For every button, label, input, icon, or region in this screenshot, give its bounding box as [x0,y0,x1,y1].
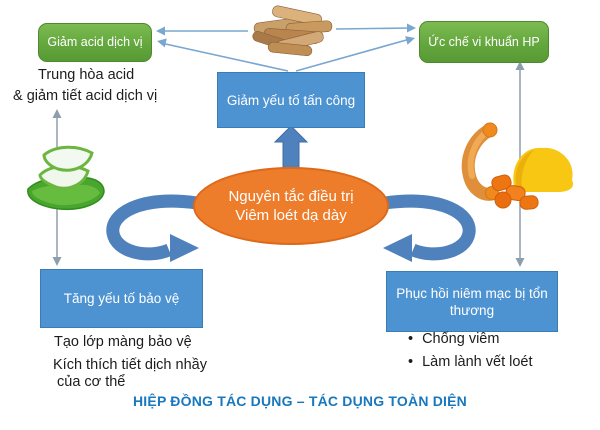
box-increase-protection: Tăng yếu tố bảo vệ [40,269,203,328]
footer-title: HIỆP ĐỒNG TÁC DỤNG – TÁC DỤNG TOÀN DIỆN [133,393,467,409]
note-acid-line1: Trung hòa acid [38,67,135,83]
box-inhibit-hp: Ức chế vi khuẩn HP [419,21,549,63]
note-protection-line3: của cơ thể [57,374,126,390]
center-ellipse: Nguyên tắc điều trị Viêm loét dạ dày [193,167,389,245]
box-restore-mucosa-label: Phục hồi niêm mạc bị tổn thương [396,285,548,318]
bullet-anti-inflammatory: Chống viêm [408,328,533,351]
aloe-vera-icon [27,145,105,211]
note-protection-line2: Kích thích tiết dịch nhầy [53,357,207,373]
box-reduce-attack-label: Giảm yếu tố tấn công [226,92,356,108]
thick-up-arrow [273,125,309,173]
box-inhibit-hp-label: Ức chế vi khuẩn HP [428,34,540,49]
arrow-herb-to-reduce-acid [156,26,248,36]
arrow-herb-to-inhibit-hp [335,23,416,33]
turmeric-icon [461,122,574,210]
swoosh-arrow-right [383,194,476,262]
box-reduce-attack: Giảm yếu tố tấn công [217,72,365,128]
mucosa-bullet-list: Chống viêm Làm lành vết loét [408,328,533,374]
box-restore-mucosa: Phục hồi niêm mạc bị tổn thương [386,271,558,332]
note-protection-line1: Tạo lớp màng bảo vệ [54,334,192,350]
box-reduce-acid-label: Giảm acid dịch vị [47,35,143,49]
arrow-attack-to-reduce-acid [157,38,289,72]
box-reduce-acid: Giảm acid dịch vị [38,23,152,62]
licorice-icon [252,5,333,57]
box-increase-protection-label: Tăng yếu tố bảo vệ [63,291,180,306]
arrow-attack-to-inhibit-hp [295,36,415,72]
note-acid-line2: & giảm tiết acid dịch vị [13,88,158,104]
bullet-heal-ulcer: Làm lành vết loét [408,351,532,374]
center-ellipse-line1: Nguyên tắc điều trị [228,188,354,205]
swoosh-arrow-left [106,194,199,262]
center-ellipse-line2: Viêm loét dạ dày [235,207,347,224]
